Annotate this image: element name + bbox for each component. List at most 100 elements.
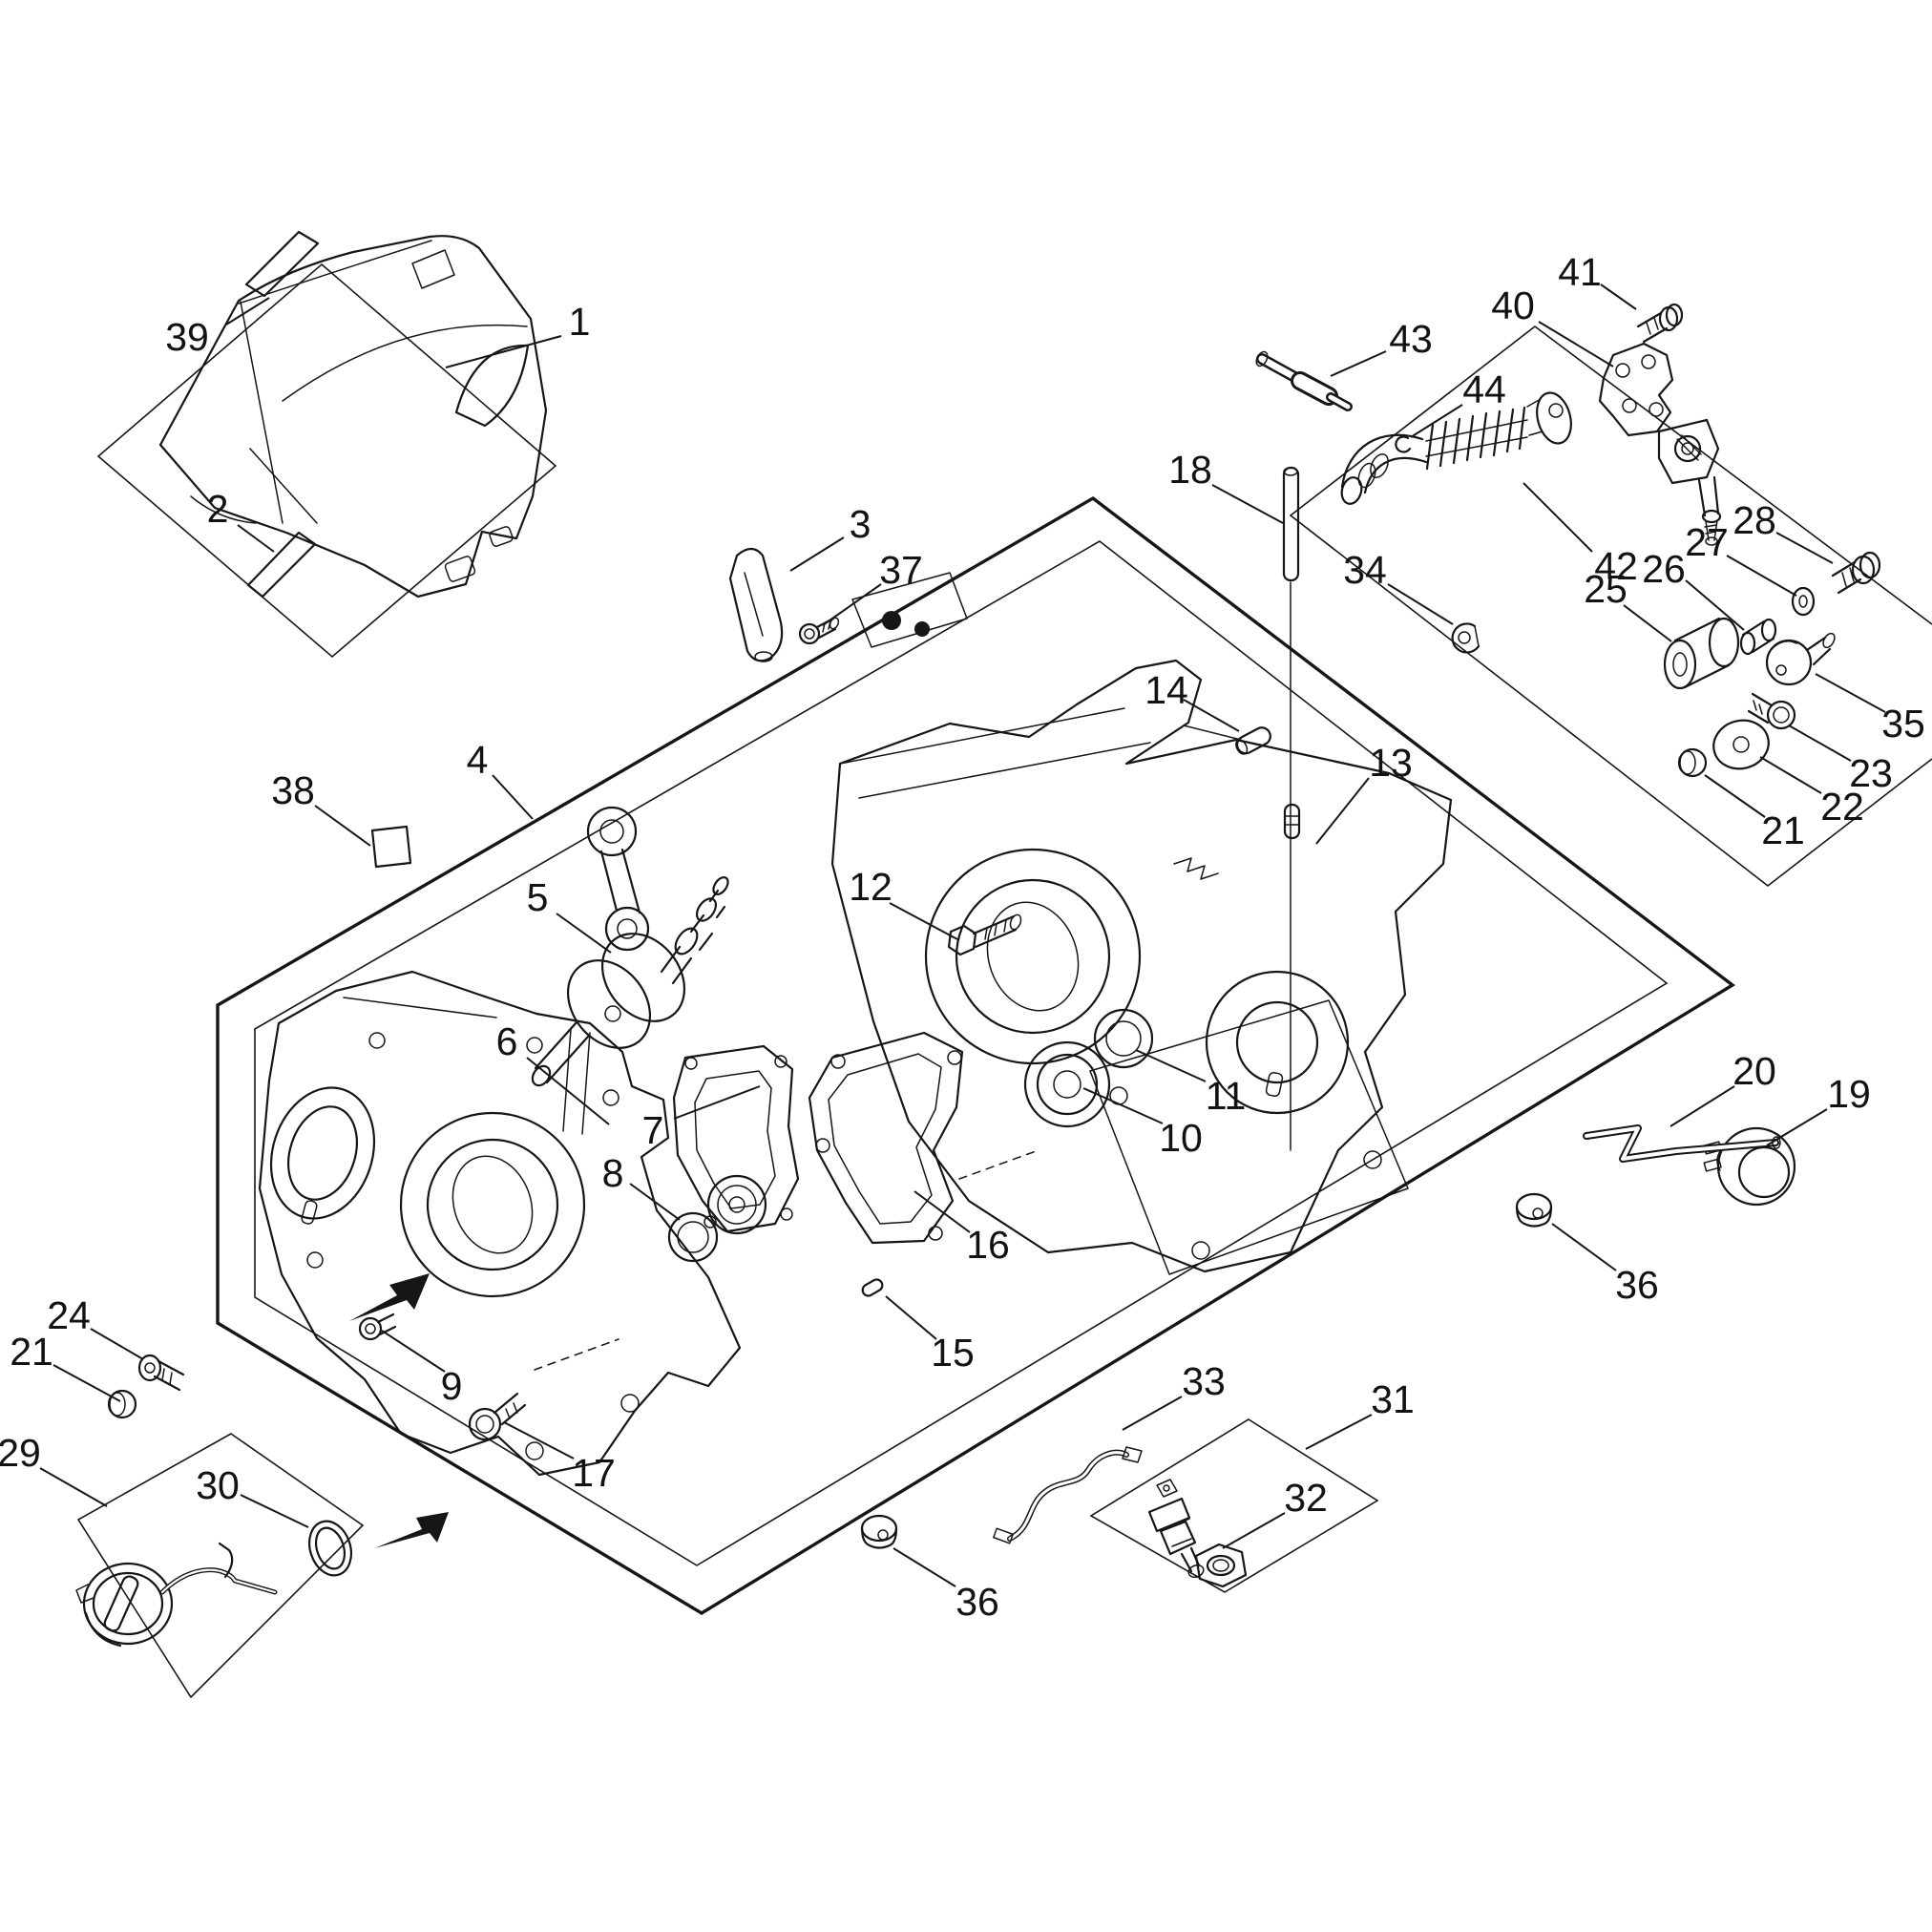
part-label-20: 20: [1732, 1049, 1776, 1093]
part-primer-bulb-19: [1703, 1126, 1796, 1207]
part-label-5: 5: [527, 875, 549, 919]
leader-line-4: [492, 774, 534, 820]
direction-arrow-lower: [374, 1512, 449, 1548]
part-oring-30: [308, 1520, 352, 1577]
part-crankcase-left: [258, 970, 742, 1477]
part-pin-13: [1283, 803, 1301, 840]
part-label-32: 32: [1284, 1476, 1328, 1520]
part-pin-15: [861, 1278, 884, 1297]
part-label-43: 43: [1389, 317, 1433, 361]
leader-line-1: [445, 335, 562, 368]
leader-line-15: [885, 1295, 937, 1340]
leader-line-10: [1082, 1087, 1164, 1124]
part-label-36: 36: [956, 1580, 999, 1624]
part-label-21: 21: [10, 1330, 53, 1374]
part-label-37: 37: [879, 548, 923, 592]
leader-line-32: [1222, 1512, 1286, 1549]
part-label-30: 30: [196, 1463, 240, 1507]
part-bolt-24: [137, 1354, 185, 1392]
leader-line-37: [822, 583, 882, 626]
part-washer-27: [1791, 586, 1816, 617]
part-clip-44: [1395, 435, 1412, 453]
part-nut-36b: [860, 1514, 898, 1549]
leader-line-26: [1685, 579, 1745, 631]
part-label-38: 38: [271, 768, 315, 812]
part-label-6: 6: [496, 1019, 518, 1063]
leader-line-28: [1775, 532, 1834, 564]
sticker-39: [244, 230, 320, 298]
box-switch-group: [1089, 1418, 1379, 1593]
box-inner-crankcase-group: [254, 540, 1669, 1566]
group-boxes: [76, 262, 1932, 1699]
leader-line-12: [889, 902, 958, 940]
part-label-16: 16: [966, 1223, 1010, 1267]
leader-line-42: [1522, 482, 1593, 553]
sticker-2: [246, 531, 317, 598]
part-rod-18: [1282, 466, 1300, 1151]
box-fuel-cap-group: [76, 1433, 365, 1699]
part-nut-36a: [1515, 1192, 1553, 1228]
part-gasket-7: [672, 1044, 800, 1233]
part-screw-28: [1831, 551, 1881, 595]
part-screw-17: [468, 1392, 527, 1441]
leader-line-29: [39, 1467, 108, 1507]
part-label-36: 36: [1615, 1263, 1659, 1307]
leader-line-30: [240, 1494, 309, 1528]
part-label-9: 9: [441, 1364, 463, 1408]
part-bolt-12: [947, 914, 1022, 956]
part-nut-32: [1194, 1543, 1248, 1588]
part-screw-41: [1636, 303, 1684, 344]
part-label-8: 8: [602, 1151, 624, 1195]
part-seal-8: [667, 1211, 719, 1263]
part-gasket-16: [808, 1031, 964, 1245]
leader-line-31: [1305, 1414, 1373, 1450]
part-screw-37: [798, 617, 840, 645]
part-label-28: 28: [1732, 498, 1776, 542]
part-label-26: 26: [1642, 547, 1686, 591]
leader-line-16: [914, 1190, 971, 1233]
part-label-17: 17: [572, 1451, 616, 1495]
part-latch-3: [728, 547, 784, 662]
part-clamp-34: [1451, 622, 1480, 654]
box-oiler-group: [1289, 325, 1932, 888]
part-hose-42: [1340, 391, 1572, 505]
direction-arrow-upper: [349, 1273, 430, 1321]
leader-line-27: [1726, 555, 1797, 597]
part-label-41: 41: [1558, 250, 1602, 294]
leader-line-22: [1759, 756, 1822, 794]
part-seal-11: [1093, 1008, 1154, 1069]
leader-line-14: [1183, 699, 1240, 732]
leader-line-13: [1315, 777, 1370, 845]
part-label-19: 19: [1827, 1072, 1871, 1116]
leader-line-5: [556, 913, 612, 954]
leader-line-43: [1330, 350, 1387, 377]
part-bushing-26: [1739, 618, 1777, 656]
part-rod-20: [1583, 1124, 1781, 1163]
leader-line-36: [892, 1547, 956, 1587]
part-fuel-cap-29: [75, 1542, 278, 1648]
part-label-10: 10: [1159, 1116, 1203, 1160]
part-label-33: 33: [1182, 1359, 1226, 1403]
part-label-25: 25: [1584, 567, 1628, 611]
part-label-12: 12: [849, 865, 892, 909]
leader-line-11: [1135, 1049, 1207, 1082]
leader-line-34: [1387, 583, 1454, 625]
part-cap-21a: [1677, 747, 1708, 778]
part-label-42: 42: [1594, 544, 1638, 588]
leader-line-25: [1623, 604, 1672, 642]
part-roller-25: [1663, 617, 1740, 690]
part-label-35: 35: [1881, 702, 1925, 746]
part-label-1: 1: [569, 300, 591, 344]
part-label-18: 18: [1168, 448, 1212, 492]
part-label-22: 22: [1820, 785, 1864, 829]
leader-line-44: [1410, 404, 1463, 438]
part-label-44: 44: [1462, 368, 1506, 411]
leader-line-41: [1600, 284, 1637, 310]
part-label-2: 2: [207, 487, 229, 531]
part-crankcase-right: [830, 572, 1453, 1275]
part-wire-33: [993, 1446, 1143, 1544]
part-fitting-35: [1765, 632, 1836, 686]
part-bolt-9: [358, 1312, 397, 1341]
